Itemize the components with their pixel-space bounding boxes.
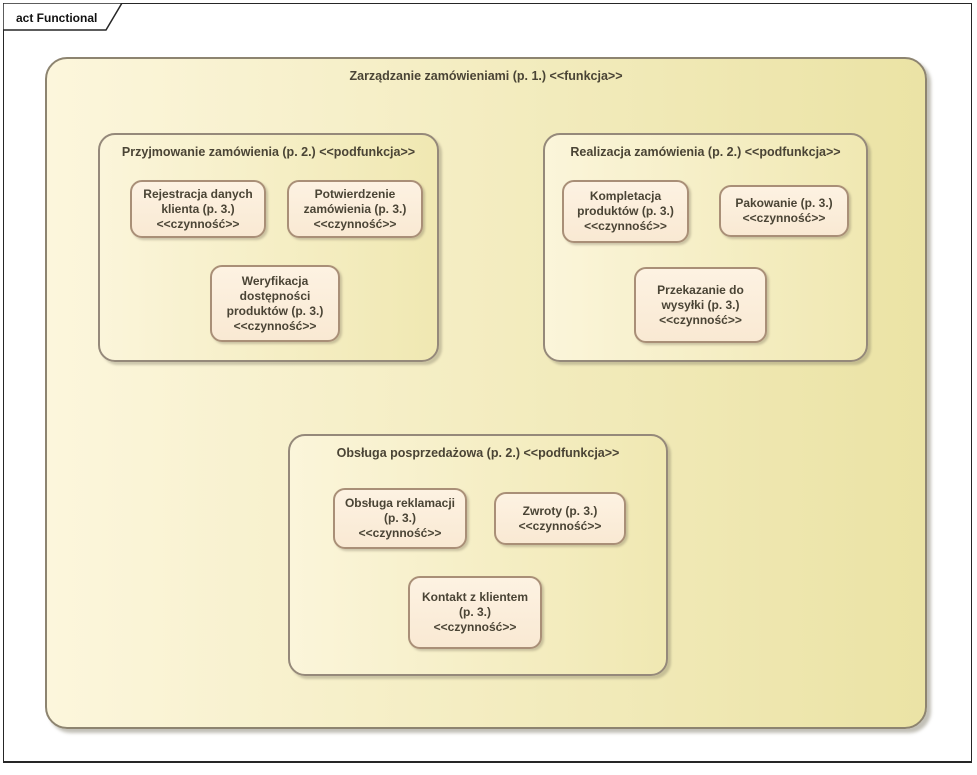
frame-tab: act Functional bbox=[2, 2, 133, 31]
node-zwroty[interactable]: Zwroty (p. 3.) <<czynność>> bbox=[494, 492, 626, 545]
node-obsluga-posprzedazowa[interactable]: Obsługa posprzedażowa (p. 2.) <<podfunkc… bbox=[288, 434, 668, 676]
node-pakowanie[interactable]: Pakowanie (p. 3.) <<czynność>> bbox=[719, 185, 849, 237]
node-potwierdzenie-zamowienia[interactable]: Potwierdzenie zamówienia (p. 3.) <<czynn… bbox=[287, 180, 423, 238]
node-rejestracja-danych-klienta[interactable]: Rejestracja danych klienta (p. 3.) <<czy… bbox=[130, 180, 266, 238]
root-node-title: Zarządzanie zamówieniami (p. 1.) <<funkc… bbox=[349, 69, 623, 83]
activity-label: Pakowanie (p. 3.) <<czynność>> bbox=[735, 196, 833, 225]
node-kontakt-z-klientem[interactable]: Kontakt z klientem (p. 3.) <<czynność>> bbox=[408, 576, 542, 649]
activity-label: Weryfikacja dostępności produktów (p. 3.… bbox=[226, 273, 324, 333]
group-title: Realizacja zamówienia (p. 2.) <<podfunkc… bbox=[570, 145, 841, 159]
node-zarzadzanie-zamowieniami[interactable]: Zarządzanie zamówieniami (p. 1.) <<funkc… bbox=[45, 57, 927, 729]
activity-label: Obsługa reklamacji (p. 3.) <<czynność>> bbox=[344, 496, 456, 540]
activity-label: Kontakt z klientem (p. 3.) <<czynność>> bbox=[421, 590, 529, 634]
activity-label: Potwierdzenie zamówienia (p. 3.) <<czynn… bbox=[303, 186, 407, 231]
frame-tab-shape bbox=[2, 2, 124, 31]
frame-tab-label: act Functional bbox=[16, 11, 98, 25]
activity-label: Przekazanie do wysyłki (p. 3.) <<czynnoś… bbox=[657, 282, 744, 327]
activity-label: Rejestracja danych klienta (p. 3.) <<czy… bbox=[143, 186, 253, 231]
node-realizacja-zamowienia[interactable]: Realizacja zamówienia (p. 2.) <<podfunkc… bbox=[543, 133, 868, 362]
node-przekazanie-do-wysylki[interactable]: Przekazanie do wysyłki (p. 3.) <<czynnoś… bbox=[634, 267, 767, 343]
node-przyjmowanie-zamowienia[interactable]: Przyjmowanie zamówienia (p. 2.) <<podfun… bbox=[98, 133, 439, 362]
group-title: Obsługa posprzedażowa (p. 2.) <<podfunkc… bbox=[336, 446, 620, 460]
group-title: Przyjmowanie zamówienia (p. 2.) <<podfun… bbox=[121, 145, 416, 159]
node-weryfikacja-dostepnosci-produktow[interactable]: Weryfikacja dostępności produktów (p. 3.… bbox=[210, 265, 340, 342]
node-obsluga-reklamacji[interactable]: Obsługa reklamacji (p. 3.) <<czynność>> bbox=[333, 488, 467, 549]
activity-label: Zwroty (p. 3.) <<czynność>> bbox=[518, 503, 602, 533]
activity-label: Kompletacja produktów (p. 3.) <<czynność… bbox=[577, 189, 674, 233]
node-kompletacja-produktow[interactable]: Kompletacja produktów (p. 3.) <<czynność… bbox=[562, 180, 689, 243]
